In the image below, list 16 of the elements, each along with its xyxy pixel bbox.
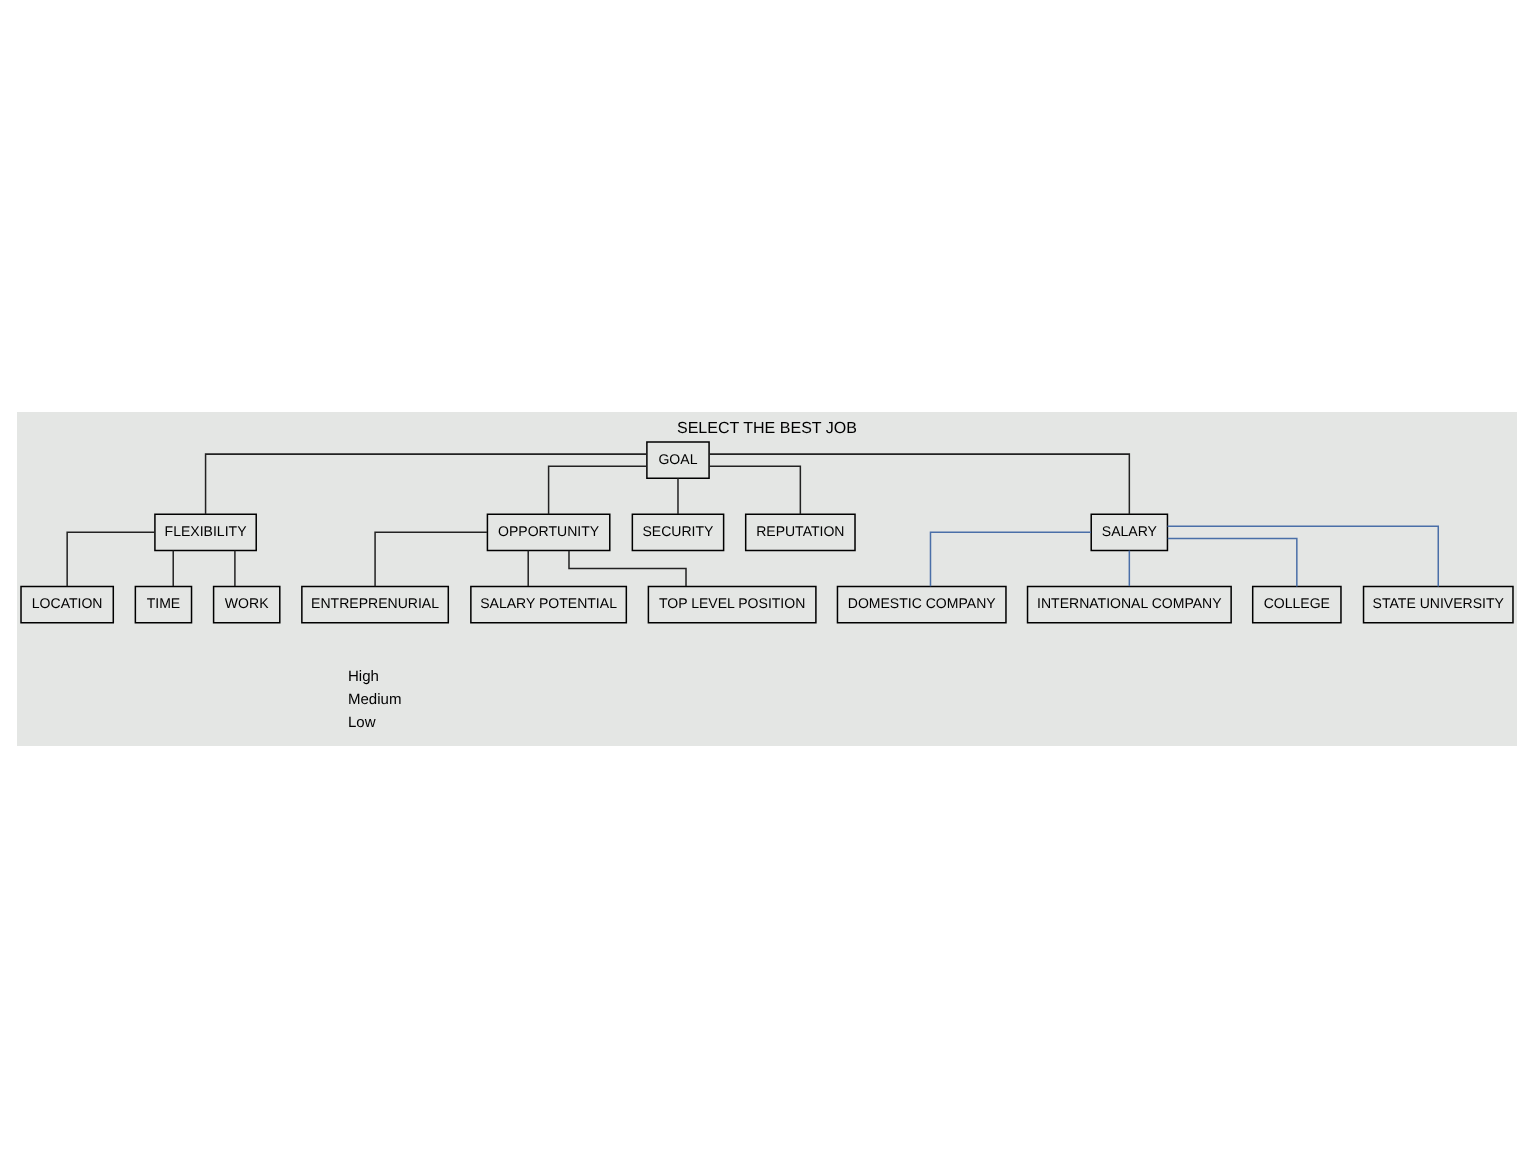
connector xyxy=(547,464,648,515)
connector xyxy=(234,548,236,586)
connector xyxy=(1167,536,1298,587)
diagram-title: SELECT THE BEST JOB xyxy=(677,417,857,436)
connector xyxy=(708,464,802,515)
connector xyxy=(1128,548,1131,586)
connector xyxy=(1166,524,1439,587)
connector xyxy=(568,549,687,586)
connector xyxy=(929,530,1092,587)
connector xyxy=(374,530,488,587)
connector xyxy=(527,548,529,586)
connector xyxy=(677,476,679,514)
connector xyxy=(172,548,174,586)
connector xyxy=(66,530,156,587)
connector xyxy=(708,452,1131,514)
connector xyxy=(204,452,648,514)
